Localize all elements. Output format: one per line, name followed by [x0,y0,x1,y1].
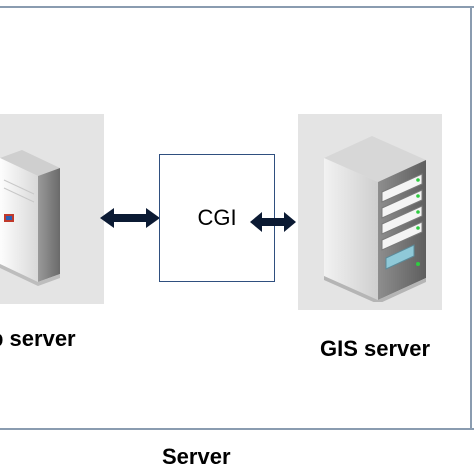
server-group-label: Server [162,444,231,469]
cgi-node: CGI [159,154,275,282]
web-server-icon [0,150,60,286]
bidirectional-arrow-web-cgi [100,208,160,228]
bidirectional-arrow-cgi-gis [250,212,296,232]
group-frame-top-border [0,6,474,8]
group-frame-bottom-border [0,428,474,430]
gis-server-label: GIS server [320,336,431,361]
tower-server-icon [324,136,426,302]
group-frame-right-border [470,6,472,430]
web-server-label: b server [0,326,76,351]
cgi-label: CGI [197,205,237,230]
